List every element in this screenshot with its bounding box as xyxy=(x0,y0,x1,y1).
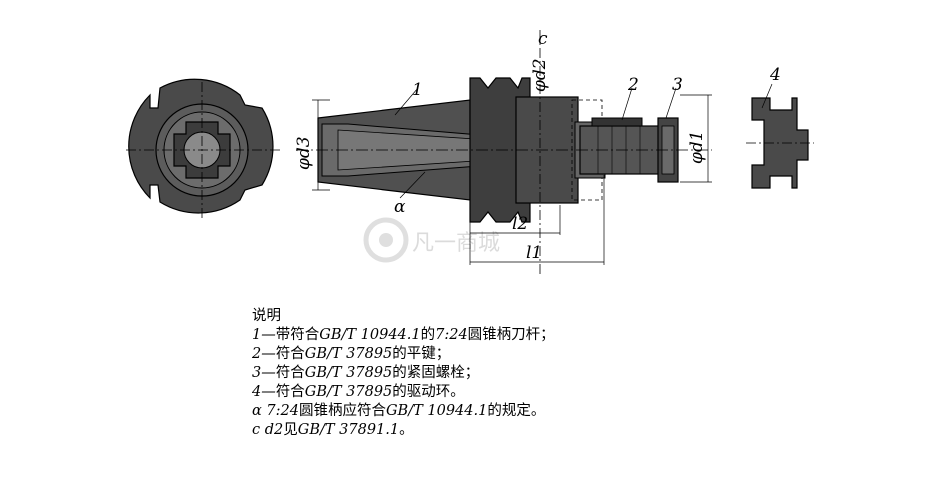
label-item-1: 1 xyxy=(412,80,423,100)
watermark-logo-icon xyxy=(363,217,409,263)
technical-drawing: 凡一商城 xyxy=(126,29,814,275)
label-item-2: 2 xyxy=(627,75,639,95)
label-c: c xyxy=(538,29,548,49)
note-line-3: 3—符合GB/T 37895的紧固螺栓； xyxy=(252,365,480,381)
side-view xyxy=(296,30,712,275)
drive-ring-view xyxy=(746,83,814,189)
label-item-3: 3 xyxy=(672,75,683,95)
end-view xyxy=(126,78,280,218)
label-alpha: α xyxy=(394,197,406,217)
notes: 说明 1—带符合GB/T 10944.1的7:24圆锥柄刀杆； 2—符合GB/T… xyxy=(252,307,812,440)
notes-title: 说明 xyxy=(252,308,281,324)
note-line-2: 2—符合GB/T 37895的平键； xyxy=(252,346,451,362)
label-d3: φd3 xyxy=(294,136,314,170)
label-l1: l1 xyxy=(526,243,542,263)
label-item-4: 4 xyxy=(769,65,781,85)
watermark-text: 凡一商城 xyxy=(412,231,500,256)
label-l2: l2 xyxy=(512,214,528,234)
note-line-1: 1—带符合GB/T 10944.1的7:24圆锥柄刀杆； xyxy=(252,327,555,343)
note-line-6: c d2见GB/T 37891.1。 xyxy=(252,422,414,438)
label-d2: φd2 xyxy=(530,58,550,92)
label-d1: φd1 xyxy=(687,130,707,164)
note-line-4: 4—符合GB/T 37895的驱动环。 xyxy=(252,384,465,400)
watermark: 凡一商城 xyxy=(363,217,500,263)
note-line-5: α 7:24圆锥柄应符合GB/T 10944.1的规定。 xyxy=(252,403,546,419)
